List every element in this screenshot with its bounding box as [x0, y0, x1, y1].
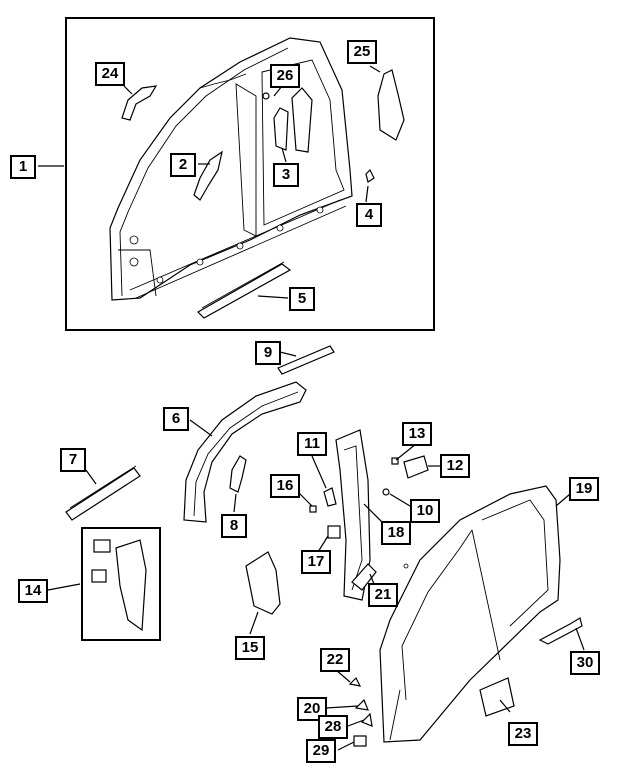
callout-21: 21: [368, 583, 398, 607]
callout-26: 26: [270, 64, 300, 88]
body-side-aperture-assembly: [109, 37, 353, 301]
callout-25: 25: [347, 40, 377, 64]
body-side-assembly-frame: [65, 17, 435, 331]
part-30-strap: [538, 617, 583, 645]
part-4-clip: [365, 168, 375, 183]
callout-5: 5: [289, 287, 315, 311]
callout-8: 8: [221, 514, 247, 538]
callout-28: 28: [318, 715, 348, 739]
part-22-clip: [348, 676, 362, 687]
part-15-hinge-pillar-reinforcement: [245, 551, 281, 615]
part-20-clip: [354, 698, 369, 711]
part-14-plate-b: [91, 569, 107, 583]
part-25-pillar-reinforcement: [377, 69, 405, 141]
part-13-nut: [391, 457, 399, 465]
part-7-sill-reinforcement: [65, 467, 141, 521]
part-28-clip: [360, 712, 373, 727]
part-11-plate: [323, 487, 337, 507]
callout-12: 12: [440, 454, 470, 478]
callout-6: 6: [163, 407, 189, 431]
part-29-plug: [353, 735, 367, 747]
part-12-striker-plate: [403, 455, 429, 479]
part-3b-pillar-inner: [291, 87, 313, 153]
part-2-reinforcement: [193, 150, 223, 201]
callout-14: 14: [18, 579, 48, 603]
part-19-body-side-outer: [379, 485, 561, 743]
part-17-plate: [327, 525, 341, 539]
callout-24: 24: [95, 62, 125, 86]
part-3-reinforcement: [273, 107, 289, 151]
callout-11: 11: [297, 432, 327, 456]
callout-29: 29: [306, 739, 336, 763]
callout-3: 3: [273, 163, 299, 187]
part-9-rail-reinforcement: [277, 345, 335, 375]
callout-22: 22: [320, 648, 350, 672]
part-6-a-pillar-inner: [183, 381, 307, 523]
part-14-bracket: [115, 539, 147, 632]
part-16-clip: [309, 505, 317, 513]
callout-30: 30: [570, 651, 600, 675]
callout-23: 23: [508, 722, 538, 746]
callout-19: 19: [569, 477, 599, 501]
part-14-plate-a: [93, 539, 111, 553]
callout-9: 9: [255, 341, 281, 365]
part-26-fastener: [262, 92, 270, 100]
part-21-reinforcement: [351, 563, 377, 591]
part-5-sill-reinforcement: [197, 263, 292, 319]
callout-10: 10: [410, 499, 440, 523]
callout-18: 18: [381, 521, 411, 545]
callout-13: 13: [402, 422, 432, 446]
callout-17: 17: [301, 550, 331, 574]
callout-4: 4: [356, 203, 382, 227]
callout-7: 7: [60, 448, 86, 472]
part-14-frame: [81, 527, 161, 641]
part-8-bracket: [229, 455, 247, 493]
leader-lines: [38, 65, 585, 751]
callout-2: 2: [170, 153, 196, 177]
callout-16: 16: [270, 474, 300, 498]
callout-1: 1: [10, 155, 36, 179]
part-10-fastener: [382, 488, 390, 496]
callout-15: 15: [235, 636, 265, 660]
part-24-bracket: [121, 85, 158, 121]
